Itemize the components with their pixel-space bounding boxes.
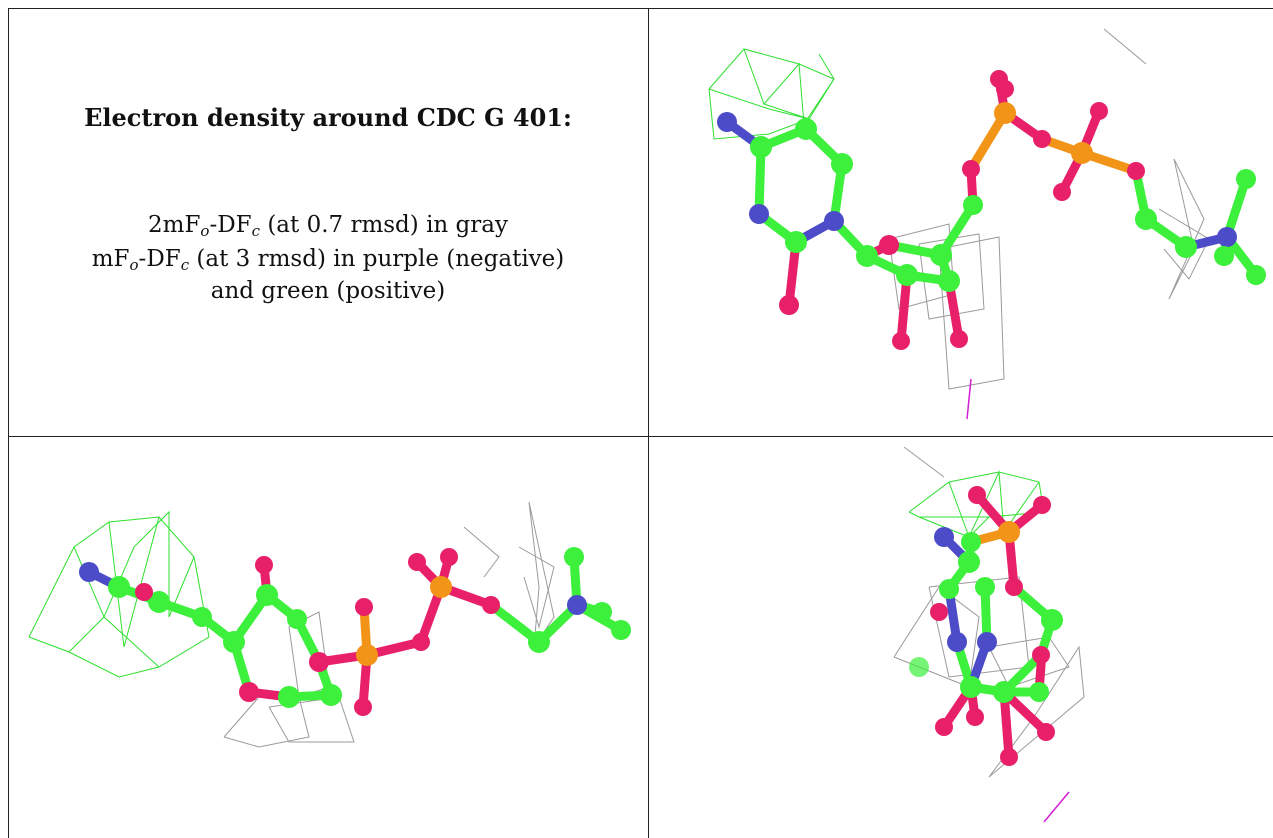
figure-title: Electron density around CDC G 401: xyxy=(84,103,572,132)
border-left xyxy=(8,8,9,838)
density-mesh-purple xyxy=(966,378,972,420)
molecule-svg-bottom-left xyxy=(28,501,631,748)
bonds xyxy=(939,490,1057,762)
atoms xyxy=(79,547,631,716)
caption-line-1: 2mFo-DFc (at 0.7 rmsd) in gray xyxy=(148,212,508,240)
molecule-svg-top-right xyxy=(708,28,1266,420)
atoms xyxy=(909,486,1063,766)
molecule-view-bottom-right xyxy=(649,437,1273,838)
density-mesh-green xyxy=(708,48,835,140)
atoms xyxy=(717,70,1266,350)
caption-line-2: mFo-DFc (at 3 rmsd) in purple (negative) xyxy=(91,246,565,274)
molecule-view-top-right xyxy=(649,9,1273,436)
density-mesh-purple xyxy=(1043,791,1070,823)
density-mesh-gray xyxy=(223,501,555,748)
molecule-view-bottom-left xyxy=(9,437,648,838)
border-center xyxy=(648,8,649,838)
figure-grid: Electron density around CDC G 401: 2mFo-… xyxy=(8,8,1273,838)
density-mesh-green xyxy=(908,470,1045,539)
border-middle xyxy=(8,436,1273,437)
caption-line-3: and green (positive) xyxy=(210,278,446,304)
molecule-svg-bottom-right xyxy=(893,446,1085,823)
caption-cell: Electron density around CDC G 401: 2mFo-… xyxy=(8,8,648,436)
border-top xyxy=(8,8,1273,9)
density-mesh-gray xyxy=(888,28,1210,390)
